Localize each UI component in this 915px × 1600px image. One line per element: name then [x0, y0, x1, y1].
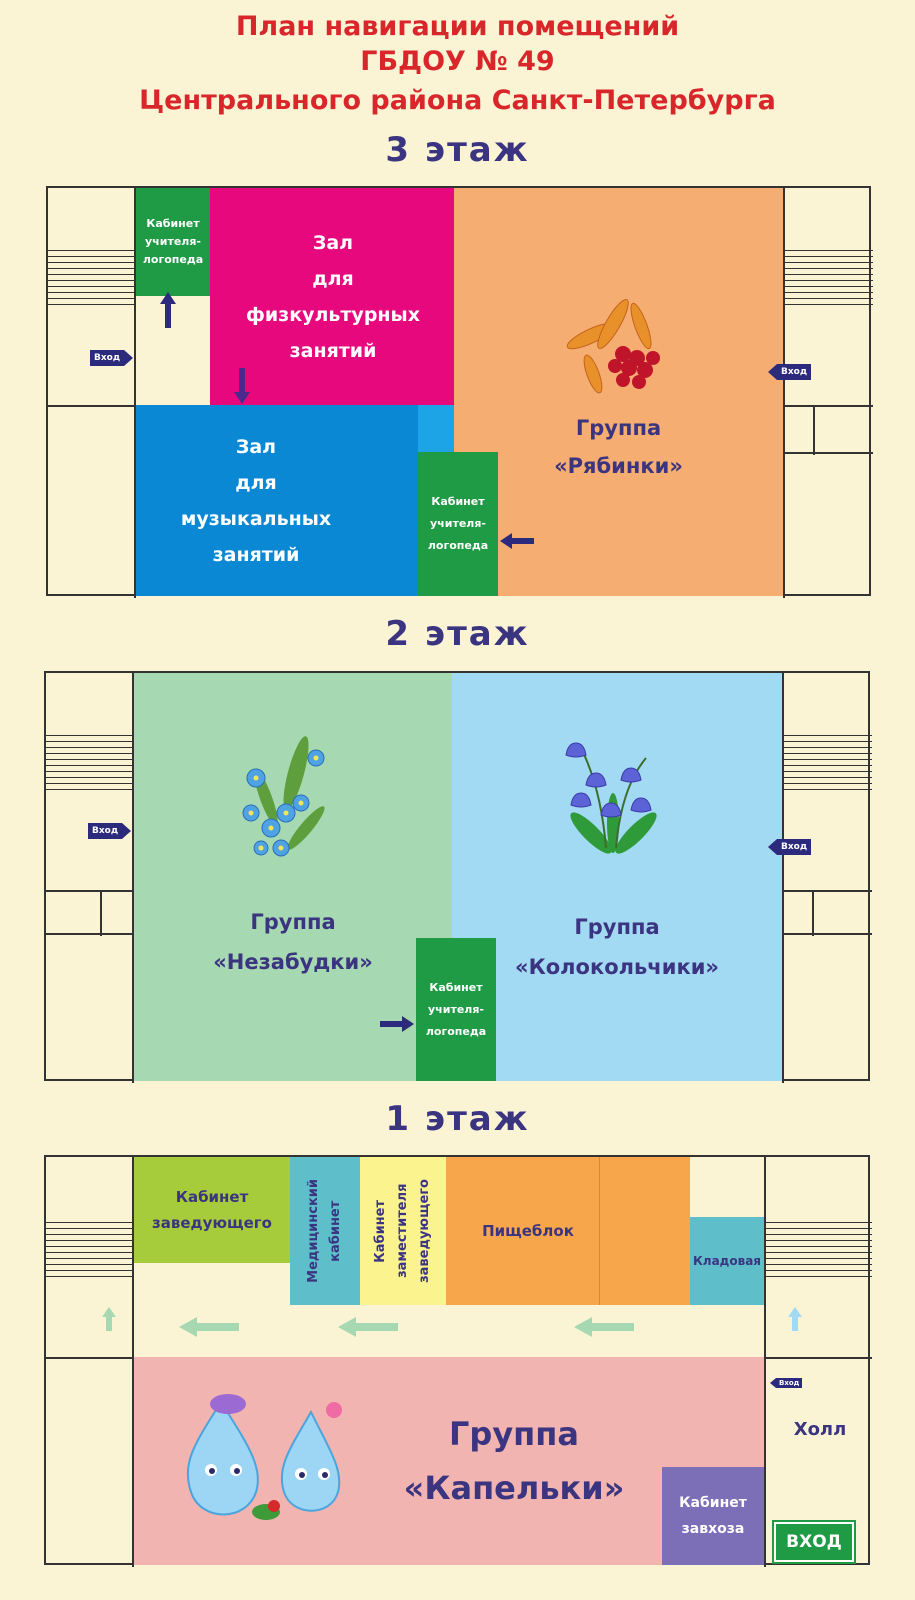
floor-3-plan: Кабинет учителя- логопеда Зал для физкул…: [46, 186, 873, 598]
room-label: физкультурных: [246, 303, 420, 326]
room-label: Кабинет: [431, 495, 485, 508]
room-label: Зал: [235, 435, 277, 458]
entry-right-floor-2[interactable]: Вход: [768, 839, 812, 855]
group-label: «Колокольчики»: [515, 955, 719, 979]
floor-2-label: 2 этаж: [385, 614, 530, 654]
room-label: логопеда: [427, 539, 489, 552]
room-label: занятий: [289, 339, 377, 362]
group-label: Группа: [250, 910, 336, 934]
room-label: заместителя: [395, 1183, 410, 1279]
room-label: музыкальных: [180, 507, 332, 530]
room-label: завхоза: [681, 1521, 745, 1537]
hall-label: Холл: [793, 1419, 847, 1440]
corridor-arrow-left-icon: [179, 1317, 239, 1337]
room-music-hall[interactable]: Зал для музыкальных занятий: [136, 405, 454, 596]
room-label: логопеда: [142, 253, 204, 266]
room-label: Кабинет: [146, 217, 200, 230]
stairs-right: [766, 1222, 872, 1282]
room-label: заведующего: [152, 1214, 272, 1232]
room-label: Кабинет: [679, 1495, 747, 1511]
title-line-3: Центрального района Санкт-Петербурга: [139, 85, 776, 116]
arrow-up-icon: [160, 292, 176, 328]
group-label: «Незабудки»: [213, 950, 373, 974]
room-group-nezabudki[interactable]: Группа «Незабудки»: [134, 673, 452, 1081]
room-group-kolokolchiki[interactable]: Группа «Колокольчики»: [452, 673, 782, 1081]
room-music-annex: [418, 405, 454, 453]
room-label: Пищеблок: [482, 1222, 574, 1240]
room-label: заведующего: [417, 1179, 432, 1283]
arrow-right-icon: [380, 1016, 414, 1032]
stairs-right: [785, 250, 873, 310]
entry-small-floor-1[interactable]: Вход: [770, 1375, 803, 1391]
room-label: Кабинет: [373, 1199, 388, 1263]
entry-label: Вход: [776, 1378, 803, 1388]
group-label: Группа: [575, 416, 662, 440]
stairs-left: [46, 1222, 132, 1282]
group-label: «Капельки»: [403, 1469, 625, 1507]
floor-1-label: 1 этаж: [385, 1099, 530, 1139]
room-label: учителя-: [430, 517, 486, 530]
arrow-down-icon: [234, 368, 250, 404]
room-storage[interactable]: Кладовая: [690, 1217, 764, 1305]
floor-1-plan: Кабинет заведующего Медицинский кабинет …: [44, 1155, 872, 1567]
entry-label: Вход: [88, 823, 123, 839]
stairs-left: [48, 250, 136, 310]
water-drops-icon: [186, 1394, 342, 1520]
floor-3-label: 3 этаж: [385, 130, 530, 170]
room-medical[interactable]: Медицинский кабинет: [290, 1157, 360, 1305]
room-head-office[interactable]: Кабинет заведующего: [134, 1157, 290, 1263]
main-entrance-sign[interactable]: ВХОД: [772, 1520, 856, 1564]
corridor-arrow-left-icon: [338, 1317, 398, 1337]
group-label: Группа: [574, 915, 660, 939]
forget-me-not-icon: [242, 736, 325, 857]
room-label: занятий: [212, 543, 300, 566]
corridor-arrow-left-icon: [574, 1317, 634, 1337]
entry-label: Вход: [90, 350, 125, 366]
title-line-2: ГБДОУ № 49: [360, 46, 555, 77]
title-line-1: План навигации помещений: [235, 11, 680, 42]
arrow-up-green-icon: [102, 1307, 116, 1331]
rowan-berries-icon: [566, 299, 660, 394]
room-deputy-head[interactable]: Кабинет заместителя заведующего: [360, 1157, 446, 1305]
stairs-left: [46, 735, 132, 795]
entry-left-floor-2[interactable]: Вход: [88, 823, 132, 839]
room-gym[interactable]: Зал для физкультурных занятий: [210, 188, 456, 405]
entry-label: Вход: [777, 839, 812, 855]
room-label: кабинет: [328, 1200, 343, 1262]
room-label: Кабинет: [429, 980, 483, 994]
room-label: логопеда: [425, 1024, 487, 1038]
room-label: Кладовая: [692, 1254, 762, 1268]
entry-label: Вход: [777, 364, 812, 380]
room-label: Кабинет: [175, 1188, 249, 1206]
entry-left-floor-3[interactable]: Вход: [90, 350, 134, 366]
bluebell-icon: [565, 742, 657, 854]
stairs-right: [784, 735, 872, 795]
room-label: для: [235, 471, 277, 494]
room-label: учителя-: [428, 1002, 484, 1016]
floor-2-plan: Группа «Незабудки» Группа «Колокольчики»…: [44, 671, 872, 1083]
group-label: «Рябинки»: [554, 454, 683, 478]
group-label: Группа: [449, 1415, 579, 1453]
room-label: для: [312, 267, 354, 290]
room-supply-manager[interactable]: Кабинет завхоза: [662, 1467, 764, 1565]
arrow-up-blue-icon: [788, 1307, 802, 1331]
room-label: учителя-: [145, 235, 201, 248]
room-group-ryabinki[interactable]: Группа «Рябинки»: [454, 188, 783, 596]
arrow-left-icon: [500, 533, 534, 549]
room-speech-therapist-top[interactable]: Кабинет учителя- логопеда: [136, 188, 210, 296]
entry-right-floor-3[interactable]: Вход: [768, 364, 812, 380]
room-label: Медицинский: [306, 1179, 321, 1283]
room-label: Зал: [312, 231, 354, 254]
room-kitchen[interactable]: Пищеблок: [446, 1157, 690, 1305]
room-speech-therapist[interactable]: Кабинет учителя- логопеда: [416, 938, 496, 1081]
room-speech-therapist-bottom[interactable]: Кабинет учителя- логопеда: [418, 452, 498, 596]
